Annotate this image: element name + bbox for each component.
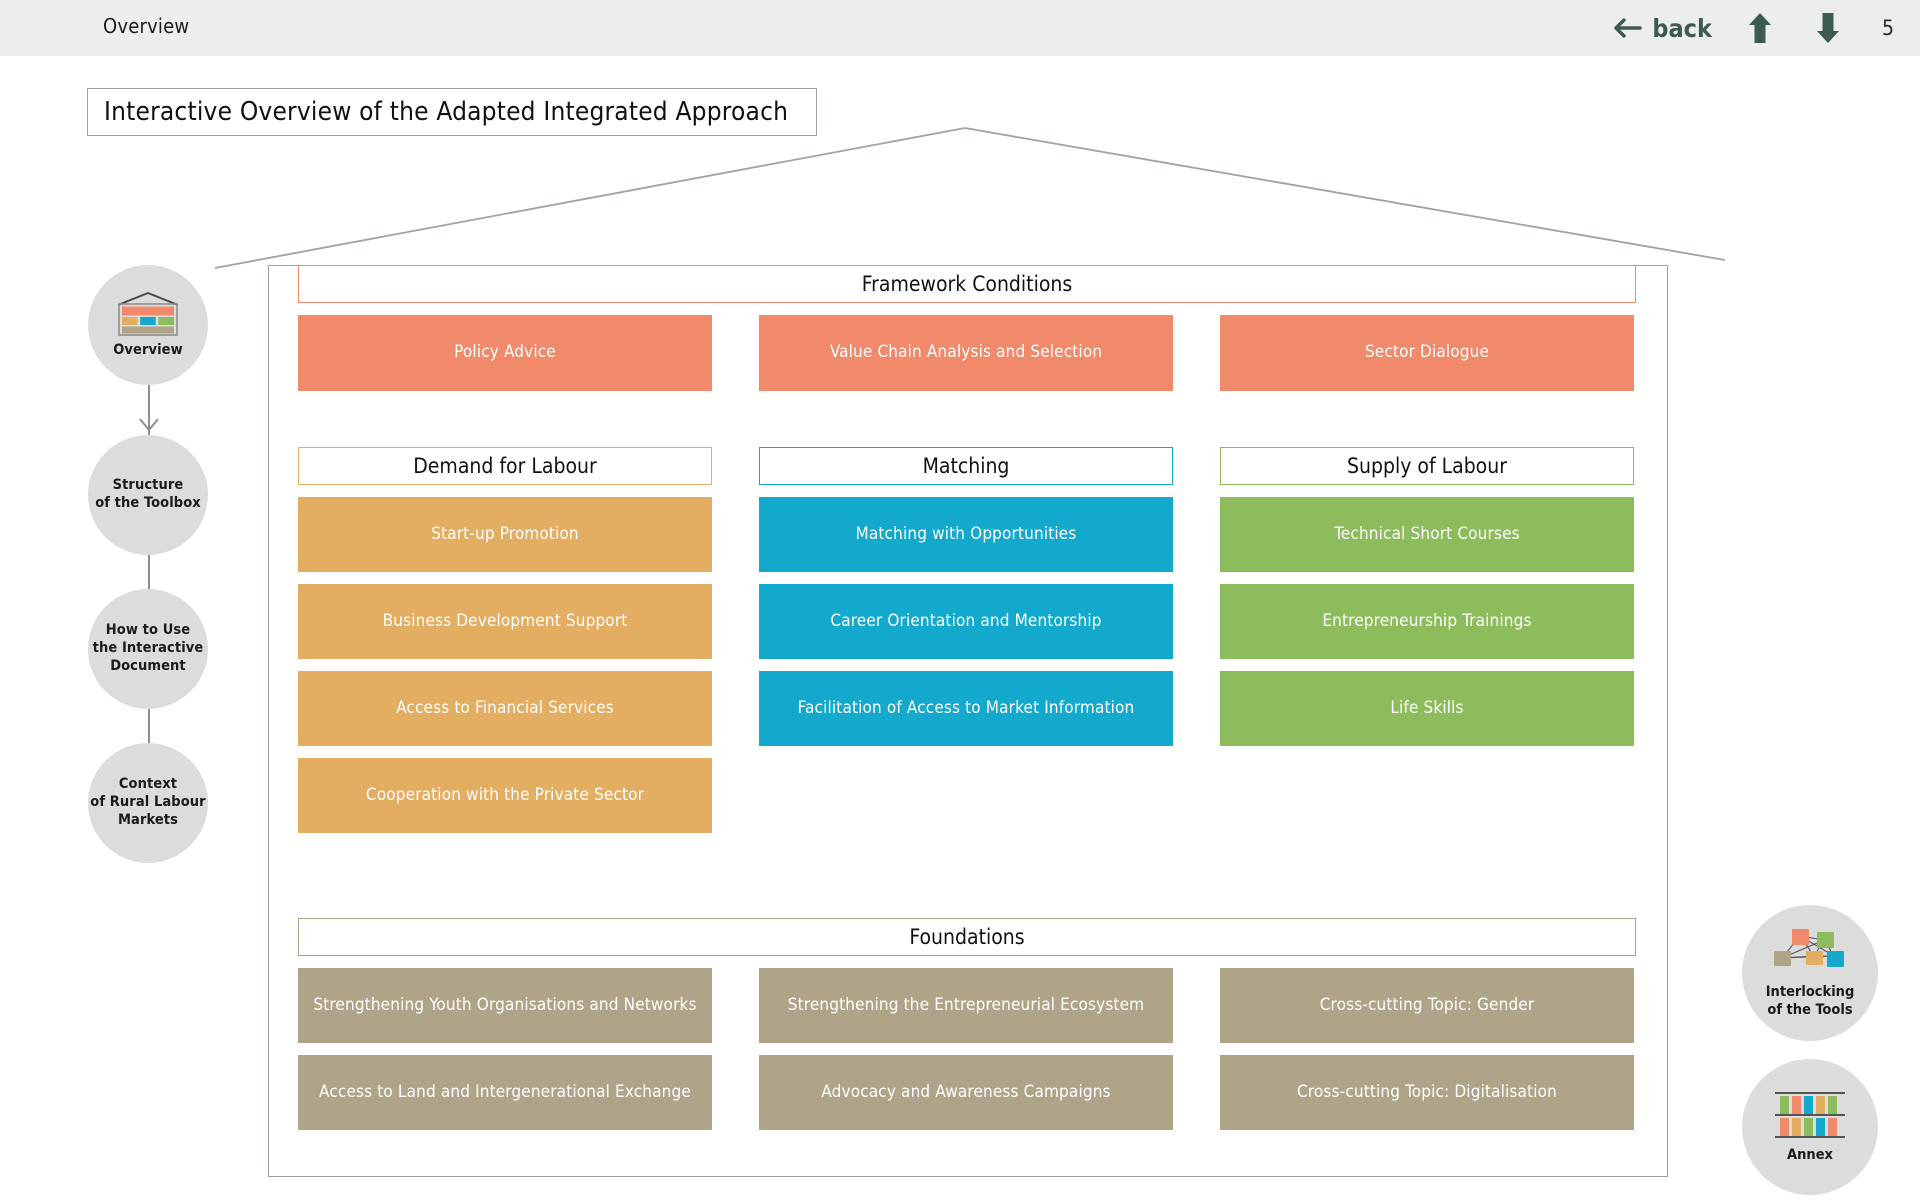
- column-header: Supply of Labour: [1220, 447, 1634, 485]
- foundations-header: Foundations: [298, 918, 1636, 956]
- section-foundations: Foundations Strengthening Youth Organisa…: [298, 918, 1636, 1130]
- back-button[interactable]: back: [1613, 14, 1712, 43]
- foundations-label: Foundations: [909, 925, 1025, 949]
- sidebar-connector-3: [148, 709, 150, 743]
- column-header: Demand for Labour: [298, 447, 712, 485]
- tile-policy-advice[interactable]: Policy Advice: [298, 315, 712, 391]
- tile-cross-cutting-topic-gender[interactable]: Cross-cutting Topic: Gender: [1220, 968, 1634, 1043]
- rightnav-item-annex[interactable]: Annex: [1742, 1059, 1878, 1195]
- tile-value-chain-analysis-and-selection[interactable]: Value Chain Analysis and Selection: [759, 315, 1173, 391]
- network-nodes-icon: [1774, 929, 1844, 968]
- tile-cross-cutting-topic-digitalisation[interactable]: Cross-cutting Topic: Digitalisation: [1220, 1055, 1634, 1130]
- arrow-down-icon[interactable]: [1814, 11, 1842, 45]
- arrow-up-icon[interactable]: [1746, 11, 1774, 45]
- page-number: 5: [1881, 16, 1894, 40]
- tile-technical-short-courses[interactable]: Technical Short Courses: [1220, 497, 1634, 572]
- column-header-label: Supply of Labour: [1347, 454, 1507, 478]
- bookshelf-icon: [1775, 1092, 1845, 1139]
- page-title: Interactive Overview of the Adapted Inte…: [87, 88, 817, 136]
- section-label: Overview: [103, 14, 190, 38]
- sidebar-item-overview[interactable]: Overview: [88, 265, 208, 385]
- column-header-label: Matching: [922, 454, 1010, 478]
- section-framework-conditions: Framework Conditions Policy Advice Value…: [298, 265, 1636, 391]
- tile-access-to-financial-services[interactable]: Access to Financial Services: [298, 671, 712, 746]
- sidebar-connector-2: [148, 555, 150, 589]
- arrow-left-icon: [1614, 18, 1643, 38]
- tile-access-to-land-and-intergenerational-exchange[interactable]: Access to Land and Intergenerational Exc…: [298, 1055, 712, 1130]
- tile-business-development-support[interactable]: Business Development Support: [298, 584, 712, 659]
- tile-facilitation-of-access-to-market-information[interactable]: Facilitation of Access to Market Informa…: [759, 671, 1173, 746]
- column-matching: Matching Matching with Opportunities Car…: [759, 447, 1173, 833]
- top-toolbar: Overview back 5: [0, 0, 1920, 56]
- tile-life-skills[interactable]: Life Skills: [1220, 671, 1634, 746]
- column-header-label: Demand for Labour: [413, 454, 597, 478]
- tile-entrepreneurship-trainings[interactable]: Entrepreneurship Trainings: [1220, 584, 1634, 659]
- framework-conditions-label: Framework Conditions: [861, 272, 1073, 296]
- tile-cooperation-with-the-private-sector[interactable]: Cooperation with the Private Sector: [298, 758, 712, 833]
- sidebar-item-label: Overview: [113, 341, 183, 358]
- chevron-down-icon: [139, 418, 159, 432]
- tile-strengthening-youth-organisations-and-networks[interactable]: Strengthening Youth Organisations and Ne…: [298, 968, 712, 1043]
- sidebar-connector-1: [148, 385, 150, 435]
- tile-matching-with-opportunities[interactable]: Matching with Opportunities: [759, 497, 1173, 572]
- foundations-tiles-row-1: Strengthening Youth Organisations and Ne…: [298, 968, 1636, 1043]
- rightnav-item-label: Annex: [1787, 1147, 1833, 1164]
- foundations-tiles-row-2: Access to Land and Intergenerational Exc…: [298, 1055, 1636, 1130]
- framework-conditions-header: Framework Conditions: [298, 265, 1636, 303]
- framework-conditions-tiles: Policy Advice Value Chain Analysis and S…: [298, 315, 1636, 391]
- house-diagram-icon: [117, 291, 179, 336]
- tile-start-up-promotion[interactable]: Start-up Promotion: [298, 497, 712, 572]
- column-supply-of-labour: Supply of Labour Technical Short Courses…: [1220, 447, 1634, 833]
- section-three-columns: Demand for Labour Start-up Promotion Bus…: [298, 447, 1634, 833]
- roof-graphic: [214, 127, 1726, 269]
- column-header: Matching: [759, 447, 1173, 485]
- page-title-text: Interactive Overview of the Adapted Inte…: [104, 97, 789, 127]
- topbar-controls: back 5: [1613, 0, 1898, 56]
- tile-strengthening-the-entrepreneurial-ecosystem[interactable]: Strengthening the Entrepreneurial Ecosys…: [759, 968, 1173, 1043]
- column-demand-for-labour: Demand for Labour Start-up Promotion Bus…: [298, 447, 712, 833]
- tile-advocacy-and-awareness-campaigns[interactable]: Advocacy and Awareness Campaigns: [759, 1055, 1173, 1130]
- tile-career-orientation-and-mentorship[interactable]: Career Orientation and Mentorship: [759, 584, 1173, 659]
- tile-sector-dialogue[interactable]: Sector Dialogue: [1220, 315, 1634, 391]
- back-label: back: [1652, 13, 1712, 43]
